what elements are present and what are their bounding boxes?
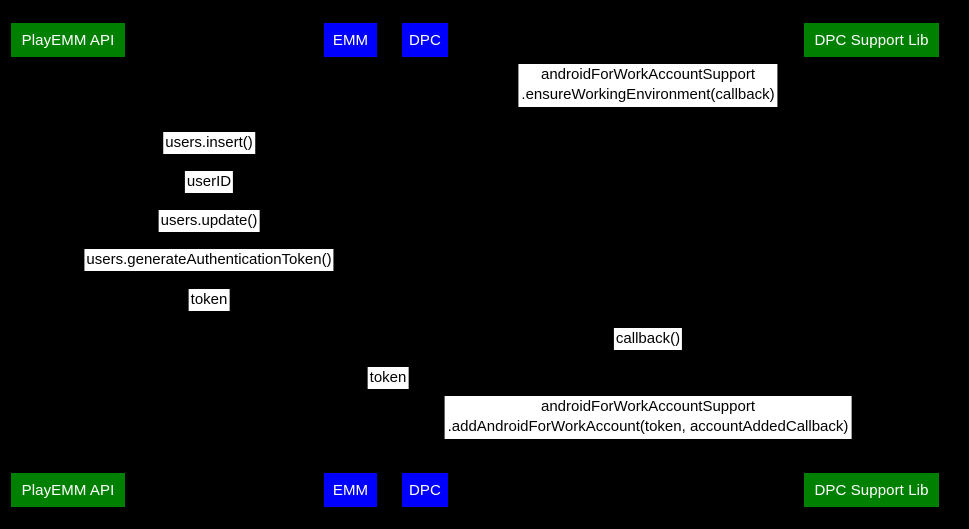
message-label-callback: callback() <box>613 328 683 350</box>
message-label-line: token <box>369 369 407 386</box>
actor-box-bottom-dpc-support-lib[interactable]: DPC Support Lib <box>804 473 939 507</box>
message-label-users-insert: users.insert() <box>163 132 255 154</box>
actor-box-bottom-dpc[interactable]: DPC <box>402 473 448 507</box>
actor-label: DPC Support Lib <box>814 481 929 499</box>
message-label-users-generate-authentication-token: users.generateAuthenticationToken() <box>84 249 334 271</box>
message-label-users-update: users.update() <box>158 210 260 232</box>
message-label-line: users.insert() <box>165 134 253 151</box>
message-label-token-second: token <box>367 367 409 389</box>
message-label-line: token <box>190 291 228 308</box>
actor-label: DPC Support Lib <box>814 31 929 49</box>
actor-box-bottom-emm[interactable]: EMM <box>324 473 377 507</box>
message-label-line: callback() <box>615 330 681 347</box>
actor-label: EMM <box>332 481 369 499</box>
actor-label: PlayEMM API <box>21 31 115 49</box>
actor-label: DPC <box>409 31 441 49</box>
message-label-token-first: token <box>188 289 230 311</box>
message-label-user-id: userID <box>184 171 234 193</box>
actor-label: PlayEMM API <box>21 481 115 499</box>
message-label-line: users.generateAuthenticationToken() <box>86 251 332 268</box>
message-label-line: androidForWorkAccountSupport <box>540 66 755 83</box>
message-label-add-android-for-work-account: androidForWorkAccountSupport .addAndroidF… <box>444 396 852 439</box>
actor-box-bottom-playemm-api[interactable]: PlayEMM API <box>11 473 125 507</box>
message-label-ensure-working-environment: androidForWorkAccountSupport .ensureWorki… <box>518 64 778 107</box>
actor-label: DPC <box>409 481 441 499</box>
actor-box-top-dpc-support-lib[interactable]: DPC Support Lib <box>804 23 939 57</box>
actor-box-top-emm[interactable]: EMM <box>324 23 377 57</box>
actor-label: EMM <box>332 31 369 49</box>
actor-box-top-playemm-api[interactable]: PlayEMM API <box>11 23 125 57</box>
actor-box-top-dpc[interactable]: DPC <box>402 23 448 57</box>
message-label-line: androidForWorkAccountSupport <box>541 398 755 415</box>
message-label-line: .addAndroidForWorkAccount(token, account… <box>447 418 849 435</box>
message-label-line: userID <box>186 173 232 190</box>
message-label-line: .ensureWorkingEnvironment(callback) <box>521 86 775 103</box>
message-label-line: users.update() <box>160 212 258 229</box>
